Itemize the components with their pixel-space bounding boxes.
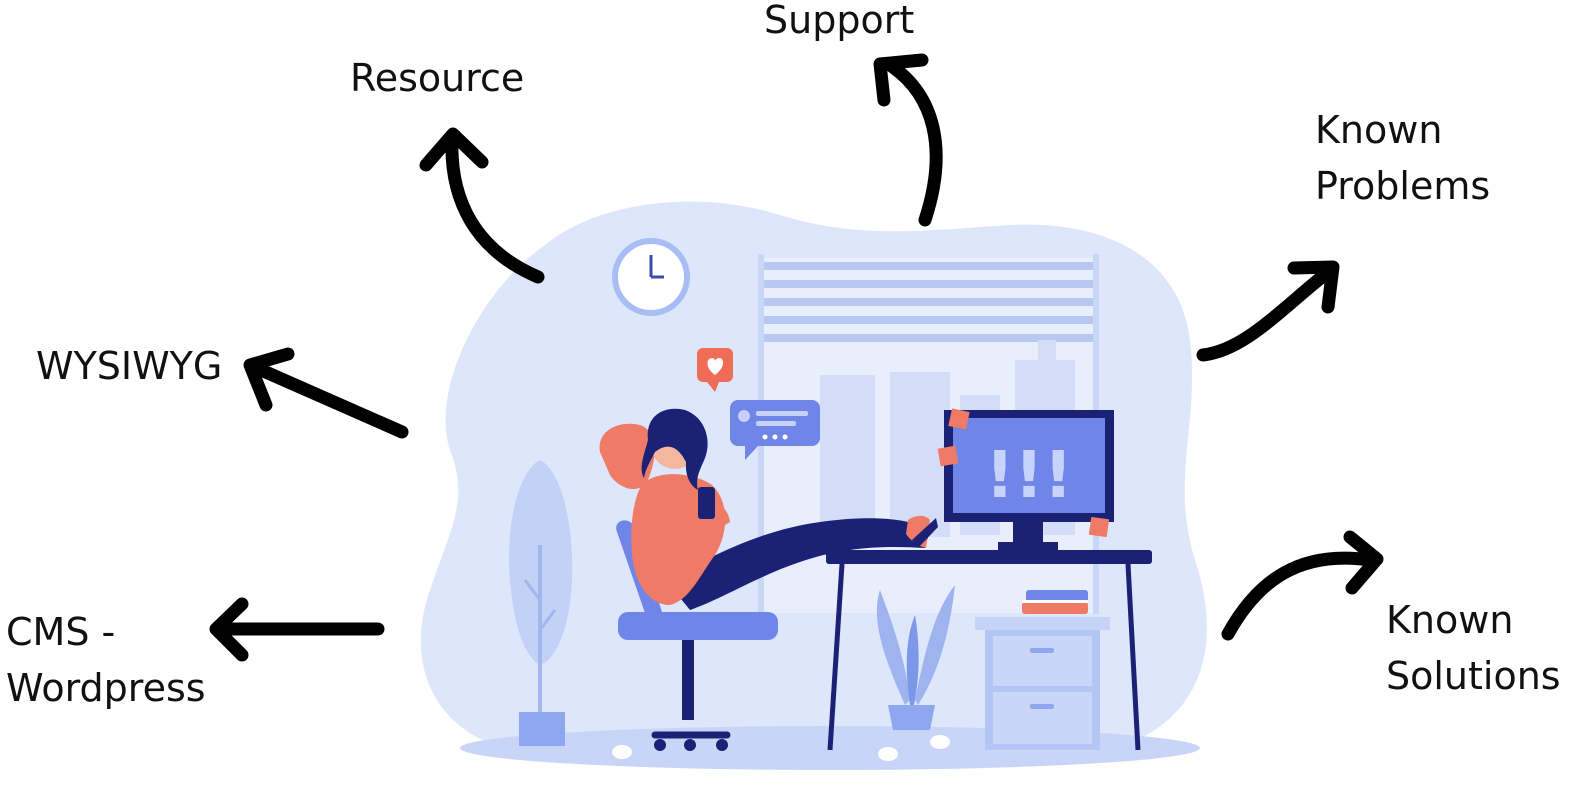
arrow-to-known-problems — [1196, 265, 1335, 362]
topic-cms-line2: Wordpress — [6, 666, 206, 710]
arrow-to-resource — [445, 133, 545, 284]
book-stack — [1022, 590, 1088, 614]
arrow-to-wysiwyg — [245, 359, 409, 439]
tall-plant — [509, 460, 573, 746]
arrow-head-known-solutions — [1343, 530, 1384, 595]
monitor-warning-symbol: !!! — [985, 439, 1073, 513]
topic-resource-text: Resource — [350, 56, 525, 100]
topic-known-solutions-line1: Known — [1386, 598, 1514, 642]
arrow-to-known-solutions — [1221, 551, 1377, 641]
heart-badge-icon — [697, 348, 733, 392]
topic-cms-wordpress: CMS - Wordpress — [6, 604, 206, 716]
topic-wysiwyg: WYSIWYG — [36, 338, 222, 394]
topic-support-text: Support — [764, 0, 915, 42]
topic-known-problems-line2: Problems — [1315, 164, 1491, 208]
arrow-head-resource — [419, 127, 489, 172]
topic-known-problems-line1: Known — [1315, 108, 1443, 152]
topic-wysiwyg-text: WYSIWYG — [36, 344, 223, 388]
computer-monitor: !!! — [944, 410, 1114, 550]
potted-plant — [876, 585, 955, 730]
woman-relaxing — [599, 408, 938, 610]
topic-known-solutions-line2: Solutions — [1386, 654, 1561, 698]
arrow-head-support — [873, 53, 929, 107]
arrow-head-cms — [209, 597, 249, 662]
chat-bubble-icon — [730, 400, 820, 460]
topic-cms-line1: CMS - — [6, 610, 116, 654]
wall-clock — [612, 238, 690, 316]
floor-clouds — [612, 735, 950, 761]
arrow-to-support — [883, 58, 943, 227]
drawer-cabinet — [975, 617, 1110, 750]
arrow-head-known-problems — [1287, 260, 1340, 314]
topic-known-solutions: Known Solutions — [1386, 592, 1561, 704]
topic-known-problems: Known Problems — [1315, 102, 1490, 214]
topic-support: Support — [764, 0, 914, 48]
desk — [826, 550, 1152, 751]
sticky-notes — [937, 408, 1110, 538]
topic-resource: Resource — [350, 50, 524, 106]
arrow-head-wysiwyg — [243, 347, 295, 412]
